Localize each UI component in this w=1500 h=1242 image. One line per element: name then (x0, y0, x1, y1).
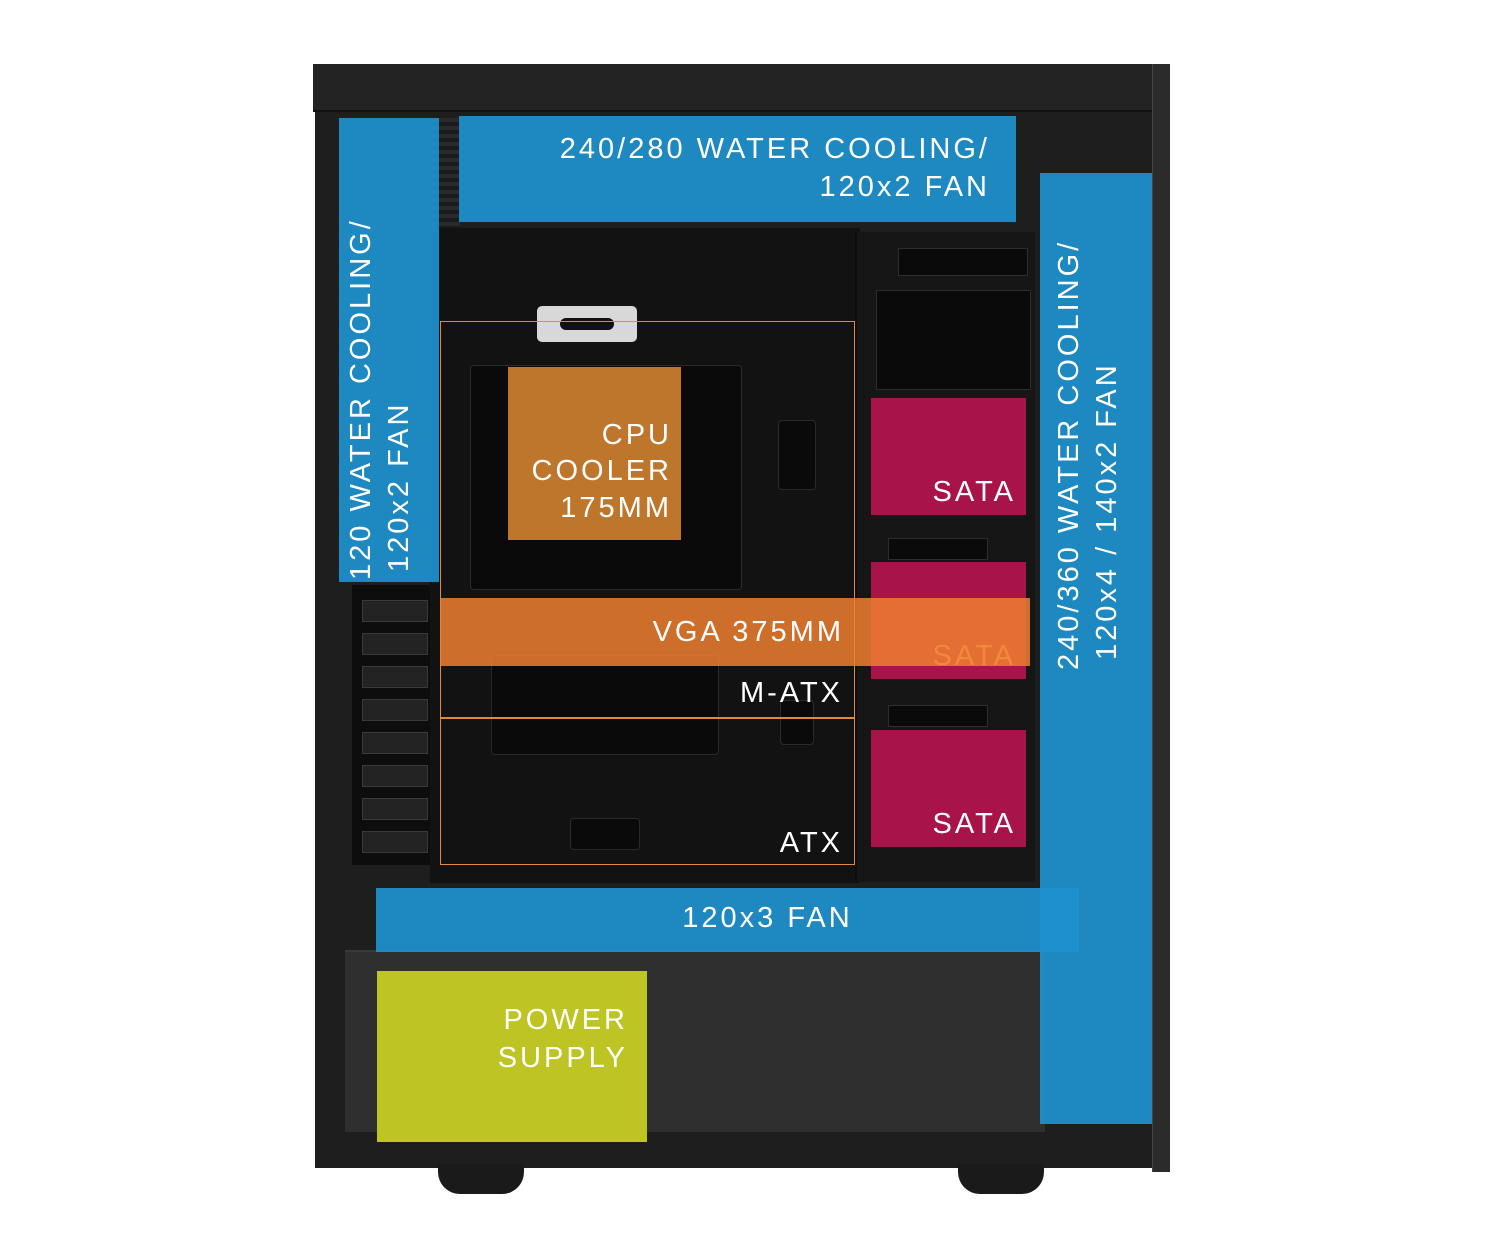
front-radiator-zone (1040, 173, 1152, 1124)
drive-bay (876, 290, 1031, 390)
cable-grommet (570, 818, 640, 850)
expansion-slot-cover (362, 600, 428, 622)
cpu-cooler-label: CPU COOLER 175MM (531, 419, 672, 524)
drive-bay (898, 248, 1028, 276)
vga-label: VGA 375MM (652, 616, 844, 648)
front-radiator-label: 240/360 WATER COOLING/ 120x4 / 140x2 FAN (1053, 239, 1123, 670)
expansion-slot-cover (362, 699, 428, 721)
drive-bay (888, 705, 988, 727)
case-foot-left (438, 1164, 524, 1194)
expansion-slot-cover (362, 666, 428, 688)
sata-label: SATA (932, 808, 1016, 840)
expansion-slot-cover (362, 798, 428, 820)
cpu-cooler-zone (508, 367, 681, 540)
left-radiator-label: 120 WATER COOLING/ 120x2 FAN (345, 218, 415, 580)
top-radiator-zone (459, 116, 1016, 222)
top-radiator-label: 240/280 WATER COOLING/ 120x2 FAN (559, 133, 990, 203)
bottom-fan-label: 120x3 FAN (682, 902, 853, 934)
expansion-slot-cover (362, 765, 428, 787)
case-top-rail (313, 64, 1170, 112)
atx-outline (440, 321, 855, 865)
left-radiator-zone (339, 118, 439, 582)
expansion-slot-cover (362, 831, 428, 853)
power-supply-label: POWER SUPPLY (497, 1004, 628, 1074)
cable-grommet (780, 700, 814, 745)
case-front-panel-edge (1152, 64, 1170, 1172)
vga-zone (440, 598, 1030, 666)
sata-label: SATA (932, 476, 1016, 508)
m-atx-outline (440, 717, 855, 719)
expansion-slot-cover (362, 732, 428, 754)
drive-bay (888, 538, 988, 560)
sata-drive-zone (871, 398, 1026, 515)
sata-drive-zone (871, 730, 1026, 847)
expansion-slot-cover (362, 633, 428, 655)
expansion-slots (352, 585, 430, 865)
atx-label: ATX (779, 827, 843, 859)
case-foot-right (958, 1164, 1044, 1194)
sata-label: SATA (932, 640, 1016, 672)
m-atx-label: M-ATX (739, 677, 843, 709)
bottom-fan-zone (376, 888, 1079, 952)
cable-grommet (778, 420, 816, 490)
power-supply-zone (377, 971, 647, 1142)
